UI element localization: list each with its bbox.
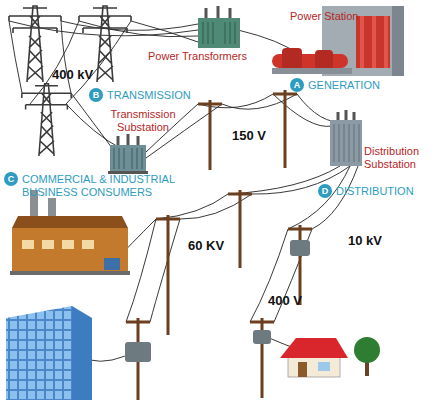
power-transformer xyxy=(217,6,220,20)
power-station xyxy=(315,50,333,70)
house xyxy=(280,338,348,377)
house xyxy=(280,338,348,358)
house xyxy=(288,355,340,377)
voltage-label: 150 V xyxy=(232,128,292,143)
component-label: Distribution Substation xyxy=(364,145,440,171)
section-title: TRANSMISSION xyxy=(107,88,191,102)
power-station xyxy=(272,6,404,76)
power-wire xyxy=(150,219,180,322)
power-transformer xyxy=(198,6,240,48)
substation-transformer xyxy=(110,145,146,172)
office-building xyxy=(72,306,92,400)
power-wire xyxy=(30,21,79,104)
tree xyxy=(354,337,380,363)
power-transformer xyxy=(203,22,235,44)
house xyxy=(318,362,330,371)
power-wire xyxy=(250,229,288,322)
power-wire xyxy=(61,21,198,30)
power-station xyxy=(356,16,390,68)
transmission-tower xyxy=(22,84,71,156)
power-wire xyxy=(273,94,332,126)
power-wire xyxy=(297,94,345,122)
section-heading: B TRANSMISSION xyxy=(89,88,191,102)
section-heading: D DISTRIBUTION xyxy=(318,184,414,198)
utility-pole xyxy=(250,318,274,398)
distribution-substation xyxy=(330,110,362,166)
section-letter: B xyxy=(89,88,103,102)
section-heading: A GENERATION xyxy=(290,78,380,92)
office-building xyxy=(6,306,92,400)
voltage-label: 60 KV xyxy=(188,238,248,253)
substation-transformer xyxy=(114,148,142,169)
section-title: GENERATION xyxy=(308,78,380,92)
factory xyxy=(10,190,130,275)
factory xyxy=(82,240,94,249)
substation-transformer xyxy=(137,136,140,146)
distribution-substation xyxy=(334,124,359,162)
factory xyxy=(62,240,74,249)
power-station xyxy=(372,16,376,68)
substation-transformer xyxy=(117,136,120,146)
office-building xyxy=(6,306,72,400)
section-title: COMMERCIAL & INDUSTRIAL BUSINESS CONSUME… xyxy=(22,172,197,199)
component-label: Power Transformers xyxy=(148,50,258,63)
factory xyxy=(12,216,128,228)
section-letter: A xyxy=(290,78,304,92)
power-wire xyxy=(126,219,156,322)
utility-pole xyxy=(228,190,252,268)
substation-transformer xyxy=(127,134,130,146)
voltage-label: 10 kV xyxy=(348,233,408,248)
factory xyxy=(42,240,54,249)
section-heading: C COMMERCIAL & INDUSTRIAL BUSINESS CONSUM… xyxy=(4,172,197,199)
utility-pole xyxy=(273,90,297,168)
transmission-tower xyxy=(9,6,131,156)
pole-transformer xyxy=(125,342,151,362)
power-station xyxy=(384,16,388,68)
pole-transformer xyxy=(290,240,310,256)
power-wire xyxy=(9,21,22,93)
utility-pole xyxy=(126,318,150,400)
power-station xyxy=(360,16,364,68)
power-wire xyxy=(131,21,198,42)
voltage-label: 400 V xyxy=(268,293,328,308)
distribution-substation xyxy=(330,120,362,166)
factory xyxy=(10,271,130,275)
section-letter: D xyxy=(318,184,332,198)
power-wire xyxy=(288,166,350,229)
substation-transformer xyxy=(108,134,148,174)
house xyxy=(298,362,307,377)
section-letter: C xyxy=(4,172,18,186)
power-station xyxy=(392,6,404,76)
factory xyxy=(22,240,34,249)
power-station xyxy=(272,68,352,74)
voltage-label: 400 kV xyxy=(52,67,112,82)
pole-transformer xyxy=(253,330,271,344)
component-label: Power Station xyxy=(290,10,380,23)
tree xyxy=(354,337,380,376)
power-wire xyxy=(252,166,350,194)
factory xyxy=(12,228,128,272)
power-wire xyxy=(312,166,358,229)
factory xyxy=(104,258,120,270)
utility-pole xyxy=(156,215,180,335)
power-transformer xyxy=(198,18,240,48)
utility-pole xyxy=(198,100,222,170)
section-title: DISTRIBUTION xyxy=(336,184,414,198)
component-label: Transmission Substation xyxy=(104,108,182,134)
power-wire xyxy=(274,229,312,322)
